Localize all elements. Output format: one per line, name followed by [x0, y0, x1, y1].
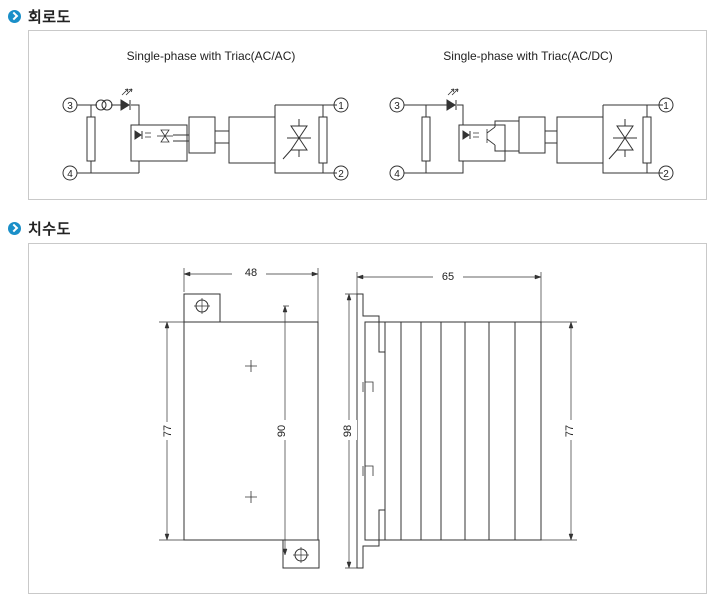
terminal-1-left: [333, 97, 349, 113]
circuit-diagram: Single-phase with Triac(AC/AC) 3 4: [62, 49, 674, 181]
terminal-4-right-label: 4: [394, 169, 400, 180]
trigger-block-right: [518, 116, 546, 154]
circuit-diagram-panel: Single-phase with Triac(AC/AC) 3 4: [28, 30, 707, 200]
optocoupler-right: [458, 124, 506, 162]
section-header-circuit: 회로도: [8, 6, 71, 26]
terminal-2-left-label: 2: [338, 169, 344, 180]
dim-front-height: 77: [162, 425, 174, 437]
dim-mount-hole-pitch: 90: [276, 425, 288, 437]
dim-side-width: 65: [442, 271, 454, 283]
triac-block-right: [556, 116, 604, 164]
circuit-right-title: Single-phase with Triac(AC/DC): [443, 49, 612, 63]
section-title-circuit: 회로도: [28, 7, 71, 26]
section-header-dimensions: 치수도: [8, 218, 71, 238]
terminal-1-right-label: 1: [663, 101, 669, 112]
dim-side-rail-height: 98: [342, 425, 354, 437]
terminal-3-left-label: 3: [67, 101, 73, 112]
side-view-heatsink: [384, 321, 542, 541]
front-view-body: [183, 321, 319, 541]
dimension-drawing: 48 77 90 65: [159, 265, 579, 569]
dim-side-body-height: 77: [564, 425, 576, 437]
circuit-left-title: Single-phase with Triac(AC/AC): [127, 49, 296, 63]
triac-block-left: [228, 116, 276, 164]
terminal-2-right-label: 2: [663, 169, 669, 180]
terminal-2-right: [658, 165, 674, 181]
trigger-block-left: [188, 116, 216, 154]
chevron-right-icon: [8, 221, 21, 235]
optocoupler-left: [130, 124, 188, 162]
terminal-2-left: [333, 165, 349, 181]
terminal-3-right-label: 3: [394, 101, 400, 112]
chevron-right-icon: [8, 9, 21, 23]
terminal-1-left-label: 1: [338, 101, 344, 112]
terminal-1-right: [658, 97, 674, 113]
dim-front-width: 48: [245, 267, 257, 279]
terminal-4-left-label: 4: [67, 169, 73, 180]
dimension-drawing-panel: 48 77 90 65: [28, 243, 707, 594]
side-view-rail: [356, 293, 386, 569]
section-title-dimensions: 치수도: [28, 219, 71, 238]
